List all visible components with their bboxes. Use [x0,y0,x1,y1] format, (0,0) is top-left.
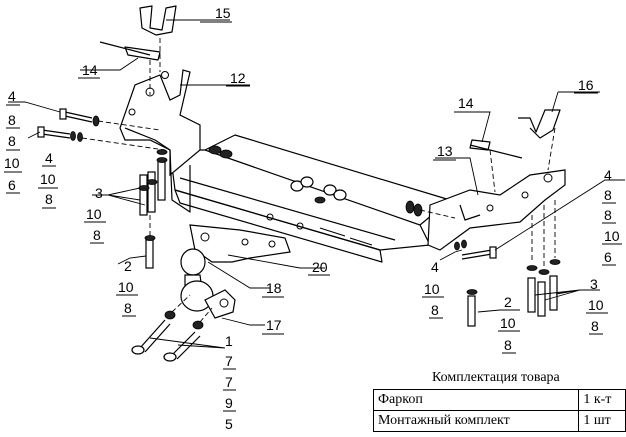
callout-8-b: 8 [8,133,16,149]
callout-17: 17 [266,317,282,333]
callout-10-e: 10 [604,228,620,244]
callout-2-b: 2 [504,294,512,310]
callout-8-e: 8 [124,300,132,316]
callout-7-a: 7 [225,353,233,369]
callout-10-d: 10 [118,279,134,295]
right-mounting-bracket [427,169,566,251]
callout-5: 5 [225,416,233,432]
callout-8-h: 8 [431,302,439,318]
leader-lines [8,19,625,349]
left-bolts [37,108,168,269]
callout-8-c: 8 [45,191,53,207]
clamp-14-right [469,139,523,159]
callout-14-right: 14 [458,95,474,111]
callout-6-b: 6 [604,249,612,265]
callout-8-g: 8 [604,207,612,223]
tow-ball [180,248,236,319]
callout-14-left: 14 [82,62,98,78]
callout-10-h: 10 [588,297,604,313]
callout-7-b: 7 [225,374,233,390]
callout-15: 15 [215,5,231,21]
callout-labels: 15 14 12 14 16 13 4 8 8 10 6 4 10 8 3 10… [4,5,620,432]
callout-1: 1 [225,333,233,349]
callout-2-a: 2 [124,258,132,274]
callout-8-a: 8 [8,112,16,128]
callout-8-j: 8 [591,318,599,334]
right-bolts [454,200,561,327]
callout-18: 18 [266,280,282,296]
callout-4-b: 4 [45,150,53,166]
callout-10-g: 10 [500,315,516,331]
callout-4-c: 4 [604,167,612,183]
kit-item-name: Фаркоп [372,389,580,411]
callout-10-b: 10 [40,171,56,187]
kit-table: Фаркоп 1 к-т Монтажный комплект 1 шт [372,389,626,432]
towbar-main-beam [169,134,451,263]
kit-item-name: Монтажный комплект [372,410,580,432]
kit-caption: Комплектация товара [432,370,560,385]
center-fasteners [208,145,456,219]
callout-10-c: 10 [86,206,102,222]
kit-item-qty: 1 к-т [578,389,626,411]
callout-13: 13 [437,143,453,159]
kit-row: Монтажный комплект 1 шт [372,410,626,432]
callout-16: 16 [578,77,594,93]
callout-6-a: 6 [8,177,16,193]
callout-10-a: 10 [4,155,20,171]
alignment-lines [149,38,556,193]
callout-3-a: 3 [95,185,103,201]
callout-8-f: 8 [604,187,612,203]
clamp-15 [139,5,177,36]
callout-8-d: 8 [93,227,101,243]
callout-4-d: 4 [431,259,439,275]
kit-row: Фаркоп 1 к-т [372,389,626,411]
callout-3-b: 3 [590,276,598,292]
towball-bolts [131,294,213,362]
callout-underlines [4,21,622,412]
callout-4-a: 4 [8,88,16,104]
clamp-16 [518,109,561,139]
callout-8-i: 8 [504,337,512,353]
clamp-14-left [99,41,161,61]
callout-20: 20 [312,259,328,275]
kit-item-qty: 1 шт [578,410,626,432]
callout-9: 9 [225,395,233,411]
callout-12: 12 [230,70,246,86]
callout-10-f: 10 [424,281,440,297]
